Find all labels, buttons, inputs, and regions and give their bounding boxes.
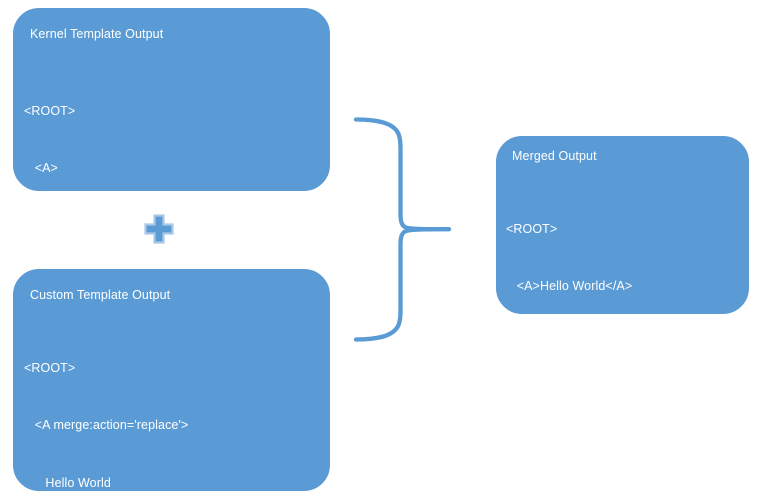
code-line: <ROOT>	[24, 103, 76, 118]
plus-icon	[144, 214, 174, 244]
merged-output-code: <ROOT> <A>Hello World</A> <D>Welcome to …	[506, 181, 687, 313]
code-line: Hello World	[24, 476, 111, 491]
custom-template-output-code: <ROOT> <A merge:action='replace'> Hello …	[24, 320, 190, 491]
kernel-template-output-panel: Kernel Template Output <ROOT> <A> <B>Hel…	[13, 8, 330, 191]
code-line: <ROOT>	[506, 221, 558, 236]
kernel-template-output-title: Kernel Template Output	[30, 27, 164, 41]
custom-template-output-panel: Custom Template Output <ROOT> <A merge:a…	[13, 269, 330, 491]
code-line: <A merge:action='replace'>	[24, 418, 189, 433]
merged-output-panel: Merged Output <ROOT> <A>Hello World</A> …	[496, 136, 749, 314]
right-curly-brace-icon	[348, 110, 458, 355]
code-line: <A>Hello World</A>	[506, 279, 633, 294]
merged-output-title: Merged Output	[512, 149, 597, 163]
custom-template-output-title: Custom Template Output	[30, 288, 171, 302]
code-line: <A>	[24, 161, 58, 176]
kernel-template-output-code: <ROOT> <A> <B>Hello</B> <B>World</B> </A…	[24, 63, 128, 190]
code-line: <ROOT>	[24, 360, 76, 375]
